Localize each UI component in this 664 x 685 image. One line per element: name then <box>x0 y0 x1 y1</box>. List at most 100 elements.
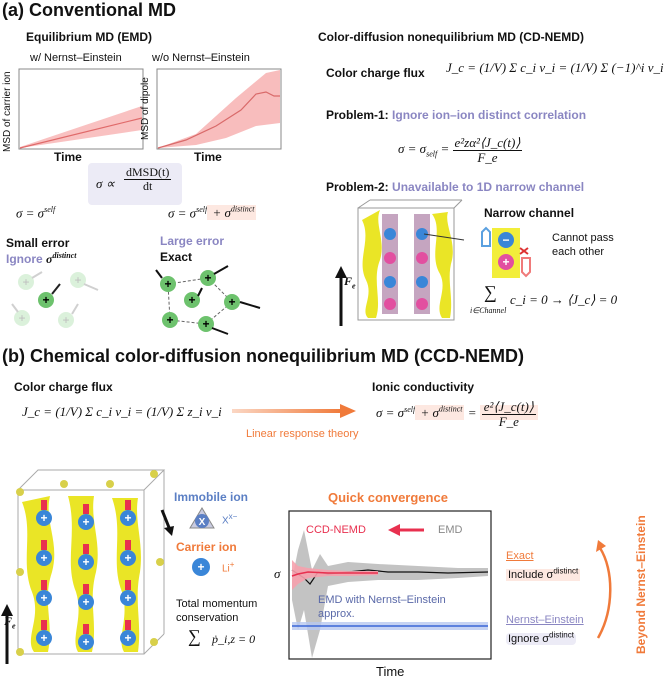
svg-text:+: + <box>124 631 131 645</box>
svg-text:+: + <box>82 595 89 609</box>
fe-b-sub: e <box>12 621 16 631</box>
beyond-nernst-einstein-label: Beyond Nernst–Einstein <box>634 515 648 654</box>
plot1-title: w/ Nernst–Einstein <box>30 52 122 64</box>
exact-label: Exact <box>160 250 193 264</box>
chart-xlabel: Time <box>376 664 405 679</box>
panel-b-title: (b) Chemical color-diffusion nonequilibr… <box>2 346 524 366</box>
svg-text:+: + <box>228 295 235 309</box>
narrow-channel-icon: − + <box>481 226 531 278</box>
conductivity-chart <box>288 510 492 660</box>
sigma-prop-fraction: dMSD(t)dt <box>124 165 172 192</box>
fe-a-sub: e <box>352 281 356 291</box>
plot2-ylabel: MSD of dipole <box>140 77 151 140</box>
cannot-pass-line2: each other <box>552 246 604 258</box>
ccd-band <box>292 560 378 590</box>
linear-response-arrow <box>232 404 356 418</box>
svg-text:+: + <box>164 277 171 291</box>
svg-text:+: + <box>40 631 47 645</box>
ignore-b-text: Ignore σ <box>508 632 550 645</box>
fe-label-b: Fe <box>4 614 16 630</box>
svg-text:+: + <box>40 551 47 565</box>
chart-ylabel: σ <box>274 566 281 581</box>
channel-sum-sub: i∈Channel <box>470 306 507 315</box>
fe-label-a: Fe <box>344 274 356 290</box>
legend-ccd: CCD-NEMD <box>306 524 366 536</box>
plot1-msd-carrier <box>18 68 144 150</box>
carrier-ion-icon: + <box>192 558 210 576</box>
cdnemd-heading: Color-diffusion nonequilibrium MD (CD-NE… <box>318 30 584 44</box>
ionic-conductivity-label: Ionic conductivity <box>372 380 475 394</box>
ionic-sup1: self <box>404 404 416 414</box>
svg-text:+: + <box>124 551 131 565</box>
ignore-sigma: σ <box>46 252 53 266</box>
p1-eq-num: e²zα²⟨J_c(t)⟩ <box>452 135 523 151</box>
ionic-sup2: distinct <box>438 404 463 414</box>
immobile-ion-icon: X <box>189 507 215 529</box>
include-sigma-label: Include σdistinct <box>506 566 581 581</box>
include-text: Include σ <box>508 568 554 581</box>
eq-right-lhs: σ = σ <box>168 205 197 221</box>
svg-text:+: + <box>18 311 25 325</box>
plot1-xlabel: Time <box>54 150 82 164</box>
exact-b-label: Exact <box>506 550 534 562</box>
fe-arrow-a <box>335 266 347 326</box>
ionic-num: e²⟨J_c(t)⟩ <box>481 399 536 415</box>
carrier-ion-formula: Li+ <box>222 560 234 574</box>
p1-eq-lhs: σ = σ <box>398 141 427 157</box>
sigma-proportional-box <box>88 163 182 205</box>
sigma-prop-num: dMSD(t) <box>124 165 172 180</box>
svg-text:+: + <box>202 317 209 331</box>
immobile-formula-sup: x− <box>228 512 238 521</box>
fe-a-main: F <box>344 274 353 288</box>
cd-flux-label: Color charge flux <box>326 66 425 80</box>
eq-right-plus: + σ <box>209 205 231 221</box>
sum-symbol-a: ∑ <box>484 282 497 302</box>
problem1: Problem-1: Ignore ion–ion distinct corre… <box>326 108 586 122</box>
p1-eq-sub: self <box>426 149 438 159</box>
immobile-ion-label: Immobile ion <box>174 490 249 504</box>
cd-flux-equation: J_c = (1/V) Σ c_i v_i = (1/V) Σ (−1)^i v… <box>446 60 664 75</box>
svg-text:+: + <box>22 275 29 289</box>
ignore-b-sup: distinct <box>549 630 574 639</box>
legend-ne-line1: EMD with Nernst–Einstein <box>318 594 446 606</box>
svg-text:+: + <box>204 271 211 285</box>
cannot-pass-line1: Cannot pass <box>552 232 614 244</box>
channel-sum-eq: c_i = 0 → ⟨J_c⟩ = 0 <box>510 292 618 307</box>
b-flux-equation: J_c = (1/V) Σ c_i v_i = (1/V) Σ z_i v_i <box>22 404 222 419</box>
problem1-equation: σ = σself = e²zα²⟨J_c(t)⟩F_e <box>398 135 523 165</box>
sum-symbol-b: ∑ <box>188 626 201 646</box>
fe-b-main: F <box>4 614 13 628</box>
immobile-ion-formula: Xx− <box>222 512 237 526</box>
svg-text:+: + <box>82 555 89 569</box>
sigma-prop-symbol: σ ∝ <box>96 176 115 191</box>
immobile-ion-symbol: X <box>199 517 206 528</box>
ionic-equation: σ = σself + σdistinct = e²⟨J_c(t)⟩F_e <box>376 400 538 428</box>
ignore-label: Ignore σdistinct <box>6 251 77 267</box>
ionic-plus: + σ <box>417 405 439 421</box>
carrier-ion-label: Carrier ion <box>176 540 237 554</box>
ignore-sigma-b-label: Ignore σdistinct <box>506 630 576 645</box>
svg-text:+: + <box>40 591 47 605</box>
ne-b-label: Nernst–Einstein <box>506 614 584 626</box>
ccd-crystal-illustration: ++++ ++++ ++++ <box>16 469 166 656</box>
svg-text:+: + <box>166 313 173 327</box>
channel-sum: ∑ <box>484 282 497 303</box>
eq-right-sup2: distinct <box>230 205 255 214</box>
eq-sigma-self: σ = σself <box>16 205 55 221</box>
problem1-label: Problem-1: <box>326 108 389 122</box>
ionic-den: F_e <box>498 413 519 429</box>
quick-convergence-label: Quick convergence <box>328 490 448 505</box>
fe-arrow-b <box>1 604 13 664</box>
eq-right-sup: self <box>196 205 208 214</box>
momentum-sum: ∑ <box>188 626 201 647</box>
include-sup: distinct <box>553 566 579 575</box>
narrow-channel-label: Narrow channel <box>484 206 575 220</box>
emd-band <box>292 530 488 658</box>
plot2-msd-dipole <box>156 68 282 150</box>
emd-heading: Equilibrium MD (EMD) <box>26 30 152 44</box>
small-error-label: Small error <box>6 236 70 250</box>
svg-text:+: + <box>124 591 131 605</box>
momentum-line2: conservation <box>176 612 239 624</box>
carrier-formula-sup: + <box>229 560 235 569</box>
svg-text:+: + <box>502 255 509 269</box>
